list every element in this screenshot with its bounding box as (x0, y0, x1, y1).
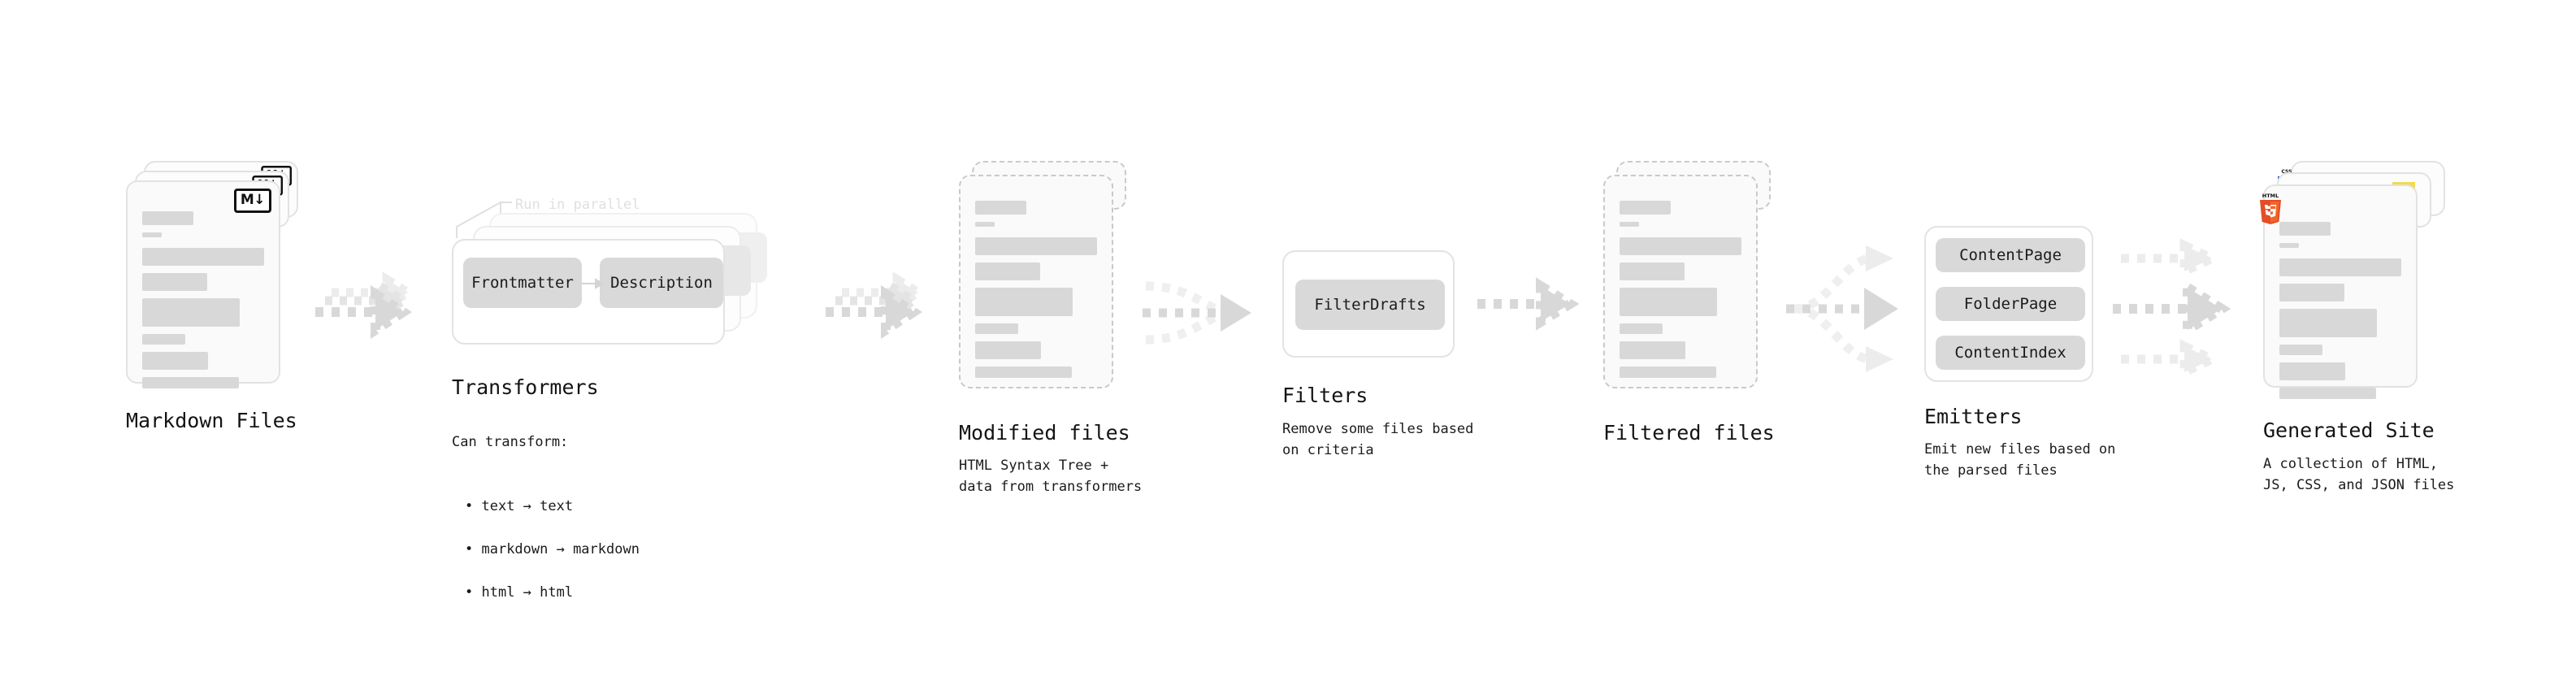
skeleton-line (2279, 309, 2377, 337)
emitter-node-contentindex[interactable]: ContentIndex (1936, 336, 2085, 370)
skeleton-line (2279, 345, 2322, 355)
skeleton-line (2279, 222, 2331, 236)
page-title-modified-files: Modified files (959, 421, 1130, 445)
skeleton-line (975, 262, 1040, 280)
skeleton-line (2279, 388, 2376, 399)
skeleton-line (1620, 323, 1663, 334)
list-item: text → text (465, 496, 640, 517)
skeleton-line (142, 352, 208, 370)
html5-icon: HTML (2257, 192, 2284, 224)
caption-emitters: Emit new files based on the parsed files (1924, 441, 2116, 479)
page-title-filters: Filters (1282, 384, 1368, 407)
markdown-file-front: M↓ (126, 180, 280, 388)
document-skeleton (975, 201, 1097, 385)
skeleton-line (142, 211, 193, 225)
skeleton-line (142, 334, 185, 345)
skeleton-line (142, 298, 240, 327)
skeleton-line (142, 273, 207, 291)
page-title-markdown-files: Markdown Files (126, 409, 297, 432)
page-title-generated-site: Generated Site (2263, 419, 2435, 442)
stage-emitters: ContentPage FolderPage ContentIndex (1924, 226, 2093, 382)
skeleton-line (2279, 243, 2299, 248)
markdown-file-stack: M↓ M↓ M↓ (126, 161, 301, 388)
skeleton-line (142, 232, 162, 237)
skeleton-line (1620, 367, 1716, 378)
page-title-transformers: Transformers (452, 375, 599, 399)
skeleton-line (1620, 288, 1717, 316)
stage-generated-site: CSS HTML (2260, 161, 2450, 399)
skeleton-line (975, 201, 1026, 215)
svg-text:HTML: HTML (2262, 193, 2279, 199)
arrow-transformers-to-modified (826, 271, 927, 340)
skeleton-line (975, 222, 995, 227)
transformer-node-description[interactable]: Description (600, 258, 723, 308)
emitter-node-folderpage[interactable]: FolderPage (1936, 287, 2085, 321)
transformer-internal-arrow (582, 278, 605, 289)
transform-kinds-list: text → text markdown → markdown html → h… (452, 475, 640, 624)
list-item: html → html (465, 582, 640, 603)
transformer-node-frontmatter[interactable]: Frontmatter (463, 258, 582, 308)
caption-generated-site: A collection of HTML, JS, CSS, and JSON … (2263, 456, 2455, 494)
filters-group[interactable]: FilterDrafts (1282, 250, 1455, 358)
skeleton-line (2279, 284, 2344, 301)
skeleton-line (975, 323, 1018, 334)
run-in-parallel-bracket (456, 201, 512, 238)
arrow-md-to-transformers (315, 271, 417, 340)
page-title-filtered-files: Filtered files (1603, 421, 1775, 445)
skeleton-line (1620, 201, 1671, 215)
caption-heading: Can transform: (452, 434, 569, 451)
generated-site-stack: CSS HTML (2260, 161, 2450, 399)
skeleton-line (975, 288, 1073, 316)
skeleton-line (975, 341, 1041, 359)
caption-transformers: Can transform: text → text markdown → ma… (452, 410, 640, 646)
skeleton-line (142, 248, 264, 266)
modified-file-stack (959, 161, 1134, 397)
stage-filters: FilterDrafts (1282, 250, 1455, 358)
generated-file-html: HTML (2260, 184, 2418, 399)
caption-filters: Remove some files based on criteria (1282, 421, 1474, 459)
filtered-file-stack (1603, 161, 1778, 397)
modified-file-front (959, 175, 1113, 388)
skeleton-line (1620, 237, 1741, 255)
document-skeleton (1620, 201, 1741, 385)
css-icon-label: CSS (2278, 169, 2296, 175)
stage-modified-files (959, 161, 1134, 397)
arrow-filtered-to-emitters (1786, 245, 1898, 372)
skeleton-line (1620, 262, 1685, 280)
skeleton-line (142, 377, 239, 388)
markdown-badge: M↓ (233, 189, 271, 213)
skeleton-line (2279, 362, 2345, 380)
caption-modified-files: HTML Syntax Tree + data from transformer… (959, 458, 1143, 496)
filtered-file-front (1603, 175, 1758, 388)
arrow-modified-to-filters (1143, 281, 1251, 345)
filter-node-filterdrafts[interactable]: FilterDrafts (1295, 280, 1445, 330)
list-item: markdown → markdown (465, 539, 639, 560)
skeleton-line (1620, 222, 1639, 227)
html5-icon-svg: HTML (2260, 193, 2281, 224)
page-title-emitters: Emitters (1924, 405, 2023, 428)
emitters-group[interactable]: ContentPage FolderPage ContentIndex (1924, 226, 2093, 382)
stage-transformers: Run in parallel Frontmatter Description (452, 191, 801, 354)
skeleton-line (975, 367, 1072, 378)
arrow-filters-to-filtered (1477, 277, 1580, 331)
stage-markdown-files: M↓ M↓ M↓ (126, 161, 301, 388)
transformer-group-front[interactable]: Frontmatter Description (452, 239, 725, 345)
arrow-emitters-to-site (2113, 238, 2231, 380)
emitter-node-contentpage[interactable]: ContentPage (1936, 238, 2085, 272)
skeleton-line (975, 237, 1097, 255)
transformer-group-stack: Frontmatter Description (452, 191, 801, 354)
skeleton-line (2279, 258, 2401, 276)
document-skeleton (2279, 222, 2401, 406)
stage-filtered-files (1603, 161, 1778, 397)
document-skeleton (142, 211, 264, 396)
skeleton-line (1620, 341, 1685, 359)
run-in-parallel-label: Run in parallel (515, 197, 640, 213)
